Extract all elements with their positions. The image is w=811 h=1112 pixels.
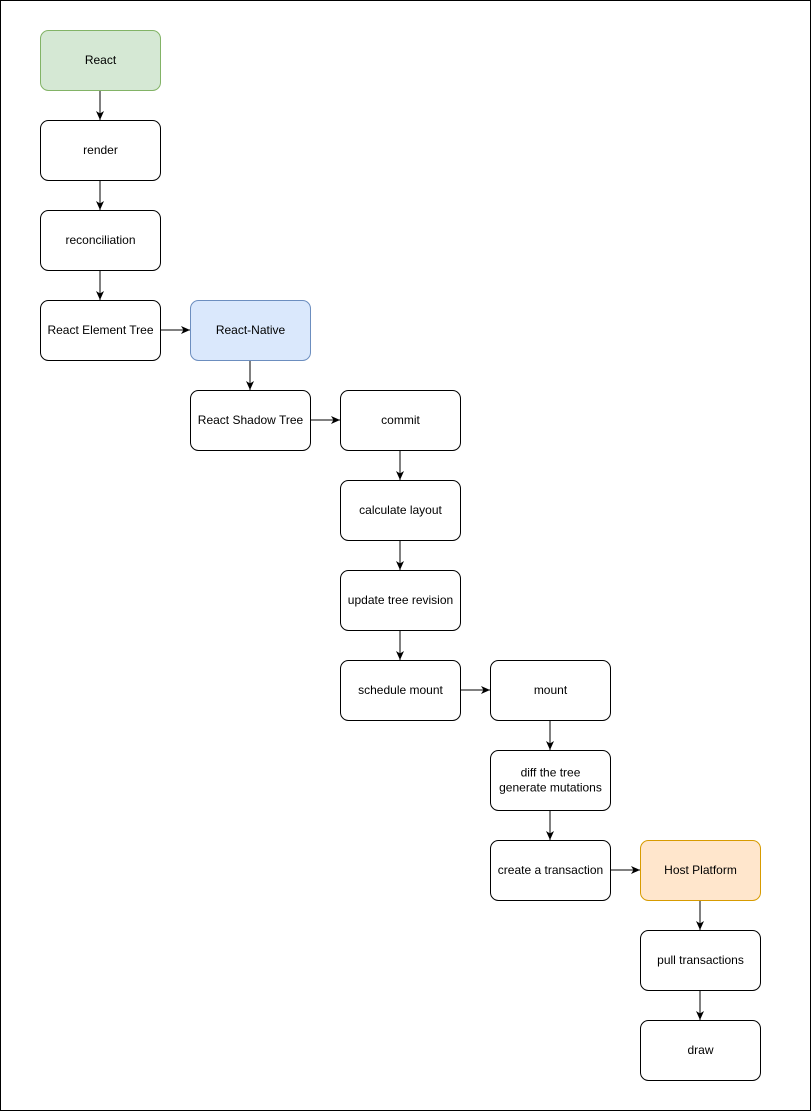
node-render: render	[40, 120, 161, 181]
node-calculate-layout: calculate layout	[340, 480, 461, 541]
node-box-commit	[340, 390, 461, 451]
node-label-react-element-tree: React Element Tree	[47, 323, 153, 337]
node-box-react-element-tree	[40, 300, 161, 361]
node-create-a-transaction: create a transaction	[490, 840, 611, 901]
node-box-react-native	[190, 300, 311, 361]
node-box-reconciliation	[40, 210, 161, 271]
node-react-shadow-tree: React Shadow Tree	[190, 390, 311, 451]
node-commit: commit	[340, 390, 461, 451]
node-box-mount	[490, 660, 611, 721]
node-draw: draw	[640, 1020, 761, 1081]
node-pull-transactions: pull transactions	[640, 930, 761, 991]
node-box-host-platform	[640, 840, 761, 901]
node-box-diff-the-tree	[490, 750, 611, 811]
node-label-schedule-mount: schedule mount	[358, 683, 443, 697]
node-label-draw: draw	[687, 1043, 713, 1057]
node-label-create-a-transaction: create a transaction	[498, 863, 603, 877]
node-label-diff-the-tree-line-1: diff the tree	[521, 766, 581, 780]
node-label-host-platform: Host Platform	[664, 863, 737, 877]
node-box-update-tree-revision	[340, 570, 461, 631]
node-reconciliation: reconciliation	[40, 210, 161, 271]
node-label-mount: mount	[534, 683, 568, 697]
node-label-react: React	[85, 53, 117, 67]
node-label-commit: commit	[381, 413, 420, 427]
node-react-native: React-Native	[190, 300, 311, 361]
node-label-reconciliation: reconciliation	[65, 233, 135, 247]
edges-layer	[96, 90, 704, 1020]
node-box-calculate-layout	[340, 480, 461, 541]
node-label-update-tree-revision: update tree revision	[348, 593, 453, 607]
node-box-render	[40, 120, 161, 181]
node-box-draw	[640, 1020, 761, 1081]
node-label-calculate-layout: calculate layout	[359, 503, 442, 517]
node-box-react	[40, 30, 161, 91]
node-box-pull-transactions	[640, 930, 761, 991]
node-label-diff-the-tree-line-2: generate mutations	[499, 781, 602, 795]
node-label-pull-transactions: pull transactions	[657, 953, 744, 967]
node-update-tree-revision: update tree revision	[340, 570, 461, 631]
node-host-platform: Host Platform	[640, 840, 761, 901]
node-label-react-native: React-Native	[216, 323, 286, 337]
node-box-react-shadow-tree	[190, 390, 311, 451]
node-react-element-tree: React Element Tree	[40, 300, 161, 361]
node-label-react-shadow-tree: React Shadow Tree	[198, 413, 304, 427]
node-schedule-mount: schedule mount	[340, 660, 461, 721]
node-box-schedule-mount	[340, 660, 461, 721]
node-box-create-a-transaction	[490, 840, 611, 901]
node-label-render: render	[83, 143, 118, 157]
node-mount: mount	[490, 660, 611, 721]
node-react: React	[40, 30, 161, 91]
